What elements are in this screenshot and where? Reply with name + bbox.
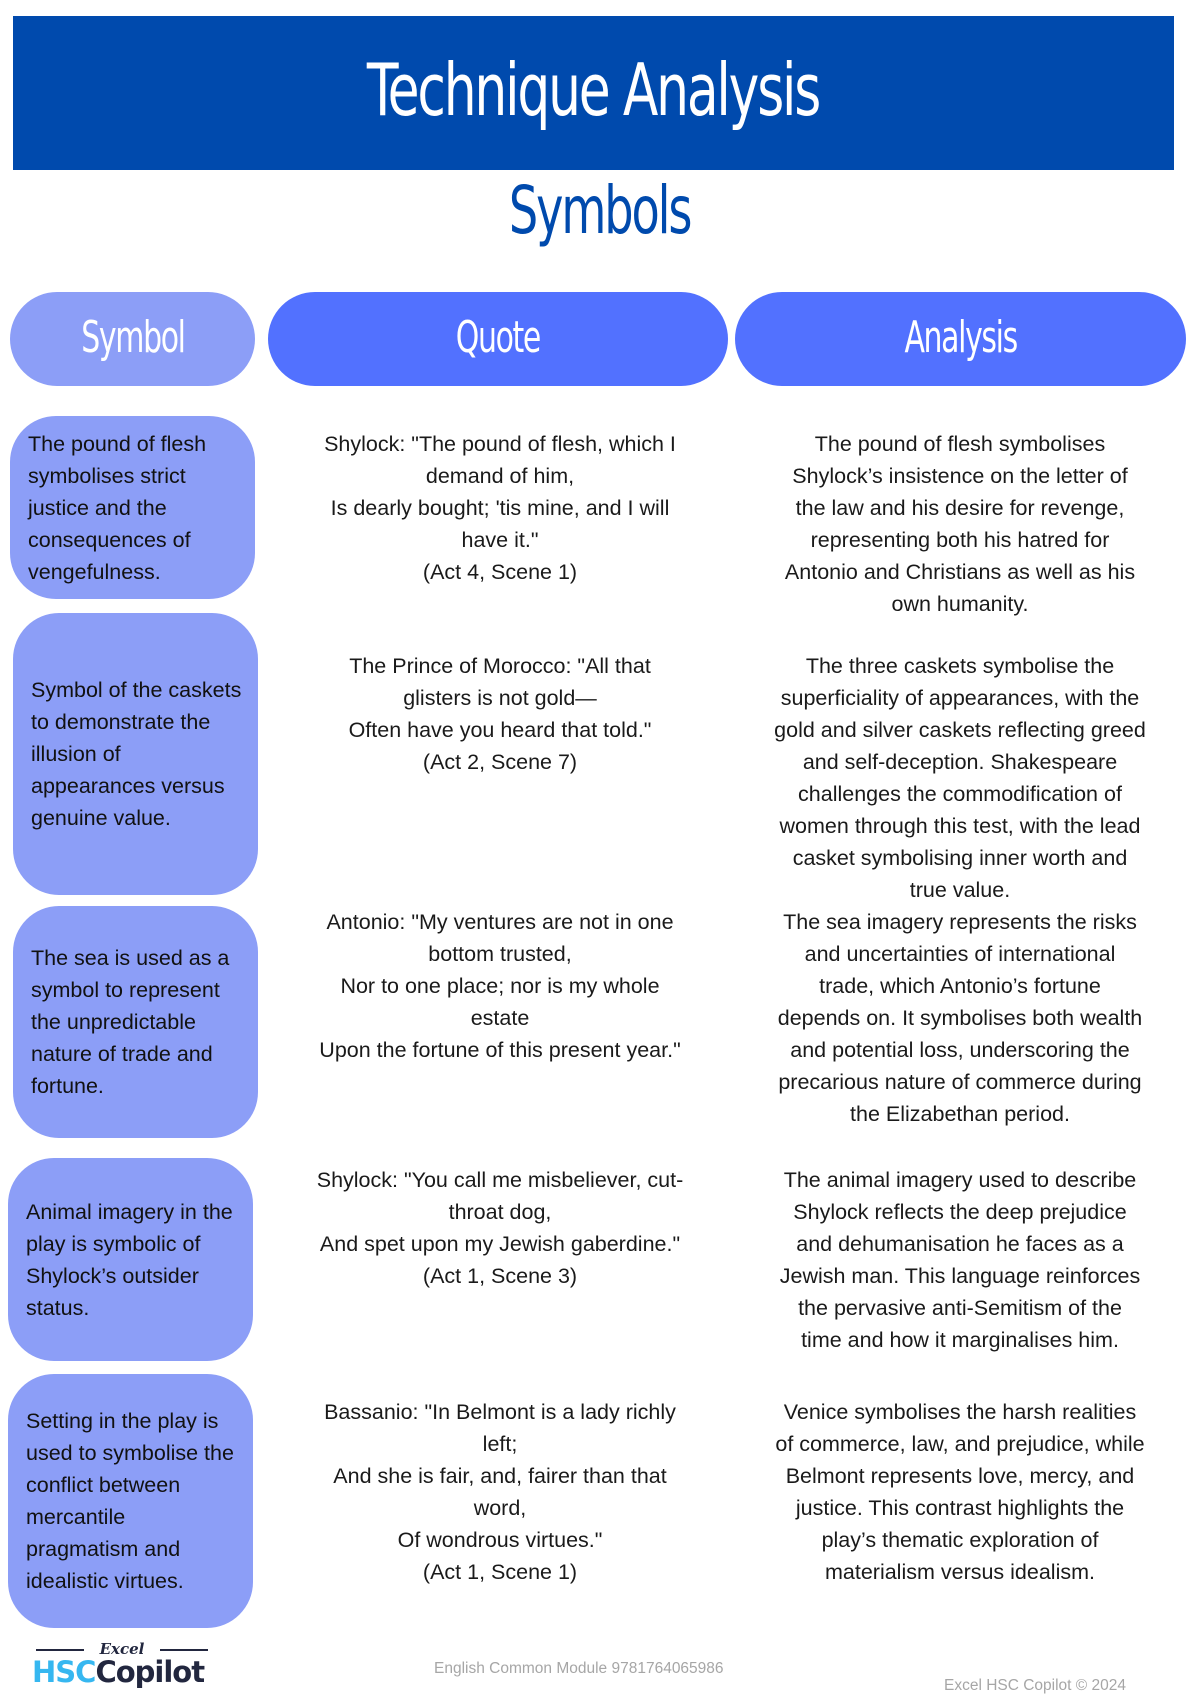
quote-line: Bassanio: "In Belmont is a lady richly <box>324 1400 676 1424</box>
excel-hsc-copilot-logo: Excel HSCCopilot <box>32 1640 212 1688</box>
column-header-symbol-label: Symbol <box>80 311 186 363</box>
analysis-line: The pound of flesh symbolises <box>814 432 1106 456</box>
symbol-cell: The sea is used as a symbol to represent… <box>13 906 258 1138</box>
symbol-text: The pound of flesh symbolises strict jus… <box>28 431 207 584</box>
logo-hsc-text: HSC <box>32 1655 96 1689</box>
symbol-cell: Symbol of the caskets to demonstrate the… <box>13 613 258 895</box>
analysis-line: justice. This contrast highlights the <box>795 1496 1125 1520</box>
quote-cell: Bassanio: "In Belmont is a lady richly l… <box>275 1396 725 1588</box>
quote-cell: Antonio: "My ventures are not in one bot… <box>275 906 725 1066</box>
logo-copilot-text: Copilot <box>95 1655 205 1689</box>
analysis-line: the Elizabethan period. <box>850 1102 1070 1126</box>
quote-line: Antonio: "My ventures are not in one <box>326 910 674 934</box>
quote-line: Shylock: "The pound of flesh, which I <box>324 432 676 456</box>
quote-line: glisters is not gold— <box>403 686 597 710</box>
quote-line: Is dearly bought; 'tis mine, and I will <box>330 496 670 520</box>
analysis-line: challenges the commodification of <box>798 782 1122 806</box>
analysis-line: The three caskets symbolise the <box>805 654 1115 678</box>
column-header-quote: Quote <box>268 292 728 386</box>
quote-citation: (Act 4, Scene 1) <box>422 560 578 584</box>
analysis-line: superficiality of appearances, with the <box>780 686 1140 710</box>
analysis-line: Jewish man. This language reinforces <box>779 1264 1141 1288</box>
analysis-line: The animal imagery used to describe <box>783 1168 1137 1192</box>
column-header-quote-label: Quote <box>455 311 542 363</box>
quote-cell: Shylock: "You call me misbeliever, cut- … <box>275 1164 725 1292</box>
analysis-cell: The sea imagery represents the risks and… <box>735 906 1185 1130</box>
quote-line: The Prince of Morocco: "All that <box>349 654 651 678</box>
analysis-line: true value. <box>909 878 1011 902</box>
quote-line: demand of him, <box>425 464 575 488</box>
logo-wordmark: HSCCopilot <box>32 1655 205 1689</box>
analysis-line: own humanity. <box>891 592 1029 616</box>
quote-line: word, <box>473 1496 527 1520</box>
analysis-line: representing both his hatred for <box>810 528 1110 552</box>
quote-cell: Shylock: "The pound of flesh, which I de… <box>275 428 725 588</box>
quote-line: And she is fair, and, fairer than that <box>333 1464 667 1488</box>
analysis-line: and uncertainties of international <box>804 942 1116 966</box>
analysis-line: Antonio and Christians as well as his <box>784 560 1136 584</box>
symbol-text: Setting in the play is used to symbolise… <box>26 1409 234 1593</box>
quote-line: bottom trusted, <box>428 942 572 966</box>
analysis-line: materialism versus idealism. <box>824 1560 1095 1584</box>
analysis-line: The sea imagery represents the risks <box>783 910 1137 934</box>
analysis-line: time and how it marginalises him. <box>801 1328 1119 1352</box>
analysis-line: gold and silver caskets reflecting greed <box>774 718 1146 742</box>
page-subtitle: Symbols <box>0 178 1200 244</box>
analysis-line: Shylock’s insistence on the letter of <box>792 464 1128 488</box>
analysis-line: of commerce, law, and prejudice, while <box>775 1432 1145 1456</box>
analysis-line: and potential loss, underscoring the <box>790 1038 1130 1062</box>
analysis-line: and self-deception. Shakespeare <box>802 750 1118 774</box>
logo-rule-right <box>160 1649 208 1651</box>
quote-line: Nor to one place; nor is my whole <box>340 974 660 998</box>
title-banner: Technique Analysis <box>13 16 1174 170</box>
symbol-cell: Setting in the play is used to symbolise… <box>8 1374 253 1628</box>
analysis-cell: Venice symbolises the harsh realities of… <box>735 1396 1185 1588</box>
symbol-text: The sea is used as a symbol to represent… <box>31 946 230 1098</box>
quote-line: And spet upon my Jewish gaberdine." <box>319 1232 681 1256</box>
quote-cell: The Prince of Morocco: "All that glister… <box>275 650 725 778</box>
quote-line: left; <box>482 1432 518 1456</box>
analysis-line: depends on. It symbolises both wealth <box>777 1006 1143 1030</box>
quote-line: have it." <box>461 528 539 552</box>
analysis-line: precarious nature of commerce during <box>778 1070 1142 1094</box>
quote-citation: (Act 1, Scene 3) <box>422 1264 578 1288</box>
quote-line: Of wondrous virtues." <box>397 1528 603 1552</box>
logo-excel-text: Excel <box>99 1640 145 1658</box>
quote-line: throat dog, <box>448 1200 552 1224</box>
analysis-line: play’s thematic exploration of <box>821 1528 1099 1552</box>
quote-citation: (Act 2, Scene 7) <box>422 750 578 774</box>
footer-module-text: English Common Module 9781764065986 <box>434 1660 724 1677</box>
quote-citation: (Act 1, Scene 1) <box>422 1560 578 1584</box>
analysis-line: trade, which Antonio’s fortune <box>819 974 1101 998</box>
page-title: Technique Analysis <box>367 48 821 132</box>
analysis-cell: The three caskets symbolise the superfic… <box>735 650 1185 906</box>
quote-line: estate <box>470 1006 530 1030</box>
symbol-text: Animal imagery in the play is symbolic o… <box>26 1199 233 1320</box>
analysis-cell: The animal imagery used to describe Shyl… <box>735 1164 1185 1356</box>
column-header-symbol: Symbol <box>10 292 255 386</box>
analysis-line: and dehumanisation he faces as a <box>796 1232 1124 1256</box>
symbol-cell: Animal imagery in the play is symbolic o… <box>8 1158 253 1361</box>
quote-line: Upon the fortune of this present year." <box>319 1038 681 1062</box>
quote-line: Often have you heard that told." <box>348 718 652 742</box>
quote-line: Shylock: "You call me misbeliever, cut- <box>316 1168 684 1192</box>
subtitle-text: Symbols <box>509 172 693 249</box>
column-header-analysis-label: Analysis <box>904 311 1018 363</box>
logo-rule-left <box>36 1649 84 1651</box>
analysis-line: Shylock reflects the deep prejudice <box>793 1200 1127 1224</box>
analysis-line: Venice symbolises the harsh realities <box>783 1400 1137 1424</box>
analysis-line: women through this test, with the lead <box>779 814 1141 838</box>
analysis-line: the law and his desire for revenge, <box>795 496 1125 520</box>
column-header-analysis: Analysis <box>735 292 1186 386</box>
analysis-cell: The pound of flesh symbolises Shylock’s … <box>735 428 1185 620</box>
symbol-cell: The pound of flesh symbolises strict jus… <box>10 416 255 599</box>
footer-copyright: Excel HSC Copilot © 2024 <box>944 1677 1127 1694</box>
analysis-line: Belmont represents love, mercy, and <box>785 1464 1135 1488</box>
symbol-text: Symbol of the caskets to demonstrate the… <box>31 678 242 830</box>
analysis-line: the pervasive anti-Semitism of the <box>798 1296 1122 1320</box>
analysis-line: casket symbolising inner worth and <box>792 846 1128 870</box>
